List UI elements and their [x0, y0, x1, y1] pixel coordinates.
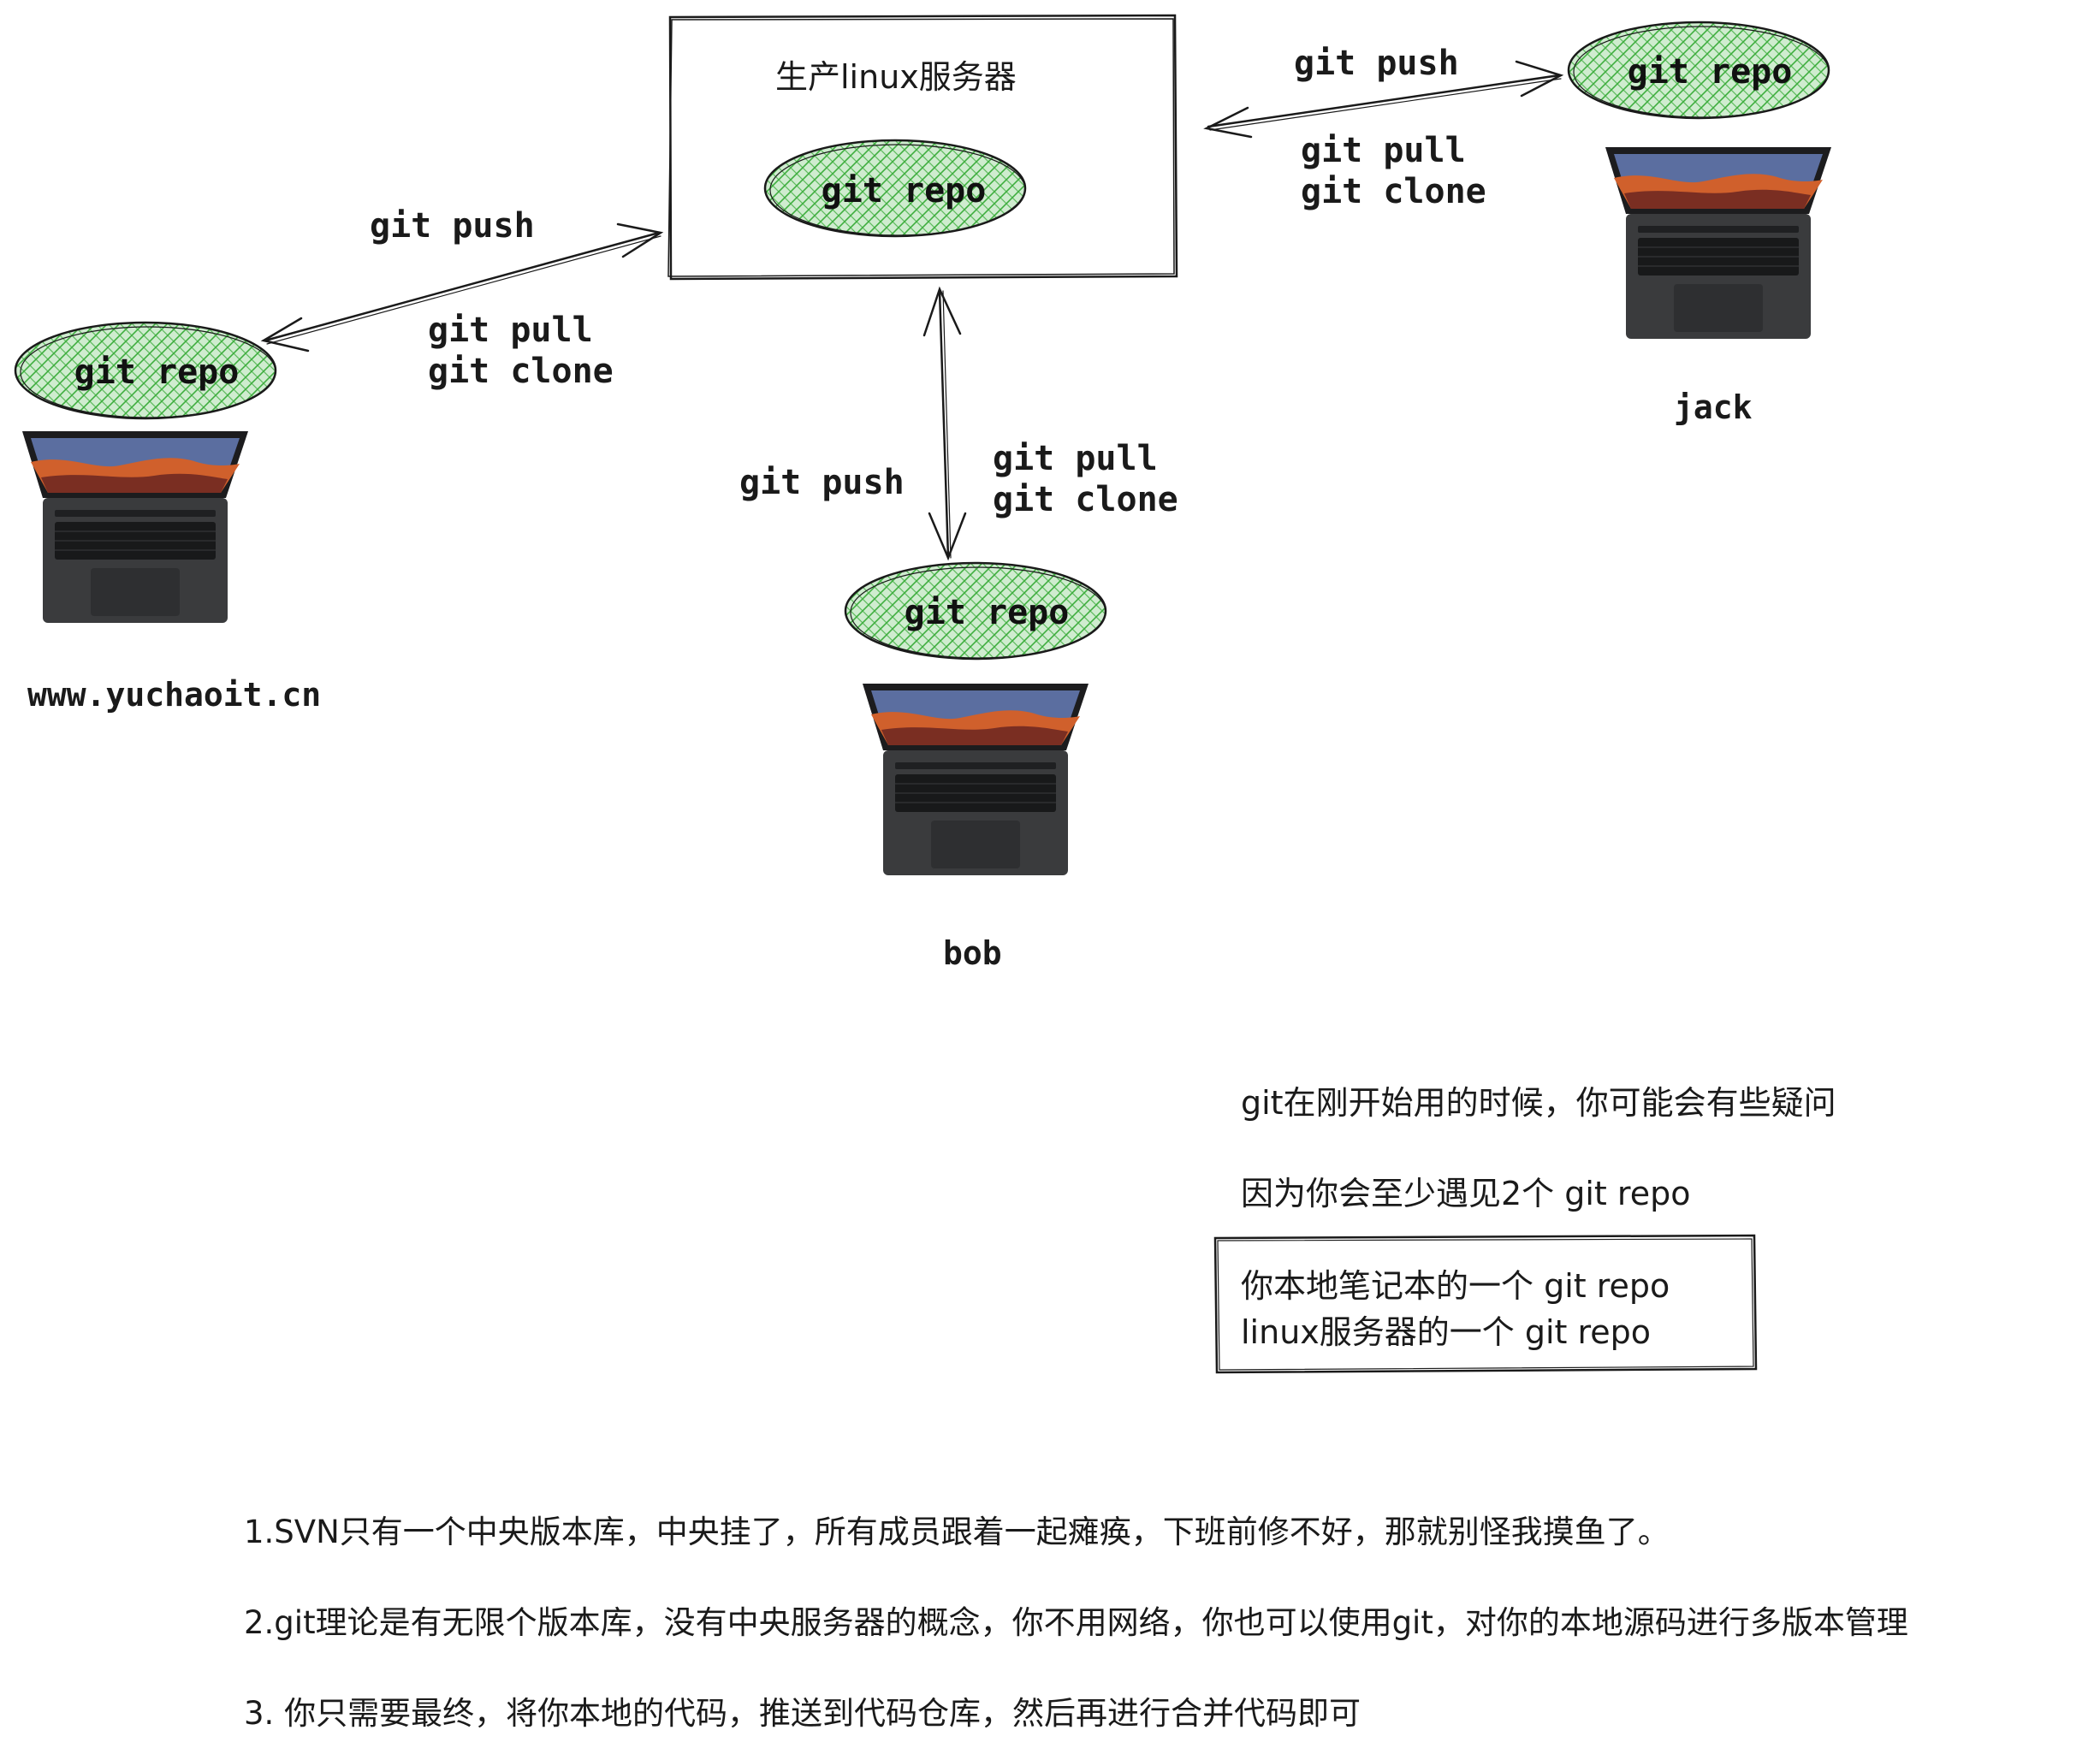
left-sync-arrow: [260, 222, 664, 353]
note-line-2: 因为你会至少遇见2个 git repo: [1241, 1175, 1691, 1212]
left-repo-blob: [14, 321, 277, 420]
left-repo-label: git repo: [74, 353, 240, 392]
note-box-line-1: 你本地笔记本的一个 git repo: [1241, 1267, 1670, 1305]
server-title: 生产linux服务器: [775, 58, 1017, 96]
right-sync-arrow: [1203, 60, 1564, 139]
right-repo-blob: [1567, 21, 1830, 120]
bullet-3: 3. 你只需要最终，将你本地的代码，推送到代码仓库，然后再进行合并代码即可: [244, 1695, 1361, 1732]
right-node-name: jack: [1674, 388, 1753, 426]
bottom-laptop-icon: [862, 683, 1089, 876]
right-repo-label: git repo: [1627, 52, 1793, 92]
bullet-2: 2.git理论是有无限个版本库，没有中央服务器的概念，你不用网络，你也可以使用g…: [244, 1604, 1908, 1641]
left-pull-label: git pull: [428, 311, 593, 350]
server-box: [667, 14, 1178, 281]
right-laptop-icon: [1605, 146, 1832, 340]
bottom-clone-label: git clone: [993, 480, 1178, 519]
right-clone-label: git clone: [1301, 172, 1486, 211]
bottom-repo-label: git repo: [904, 593, 1070, 632]
server-repo-blob: [763, 139, 1027, 238]
left-node-name: www.yuchaoit.cn: [27, 676, 322, 714]
right-push-label: git push: [1294, 44, 1459, 83]
left-laptop-icon: [21, 430, 249, 624]
note-box: [1213, 1234, 1758, 1374]
left-push-label: git push: [370, 206, 535, 246]
bottom-push-label: git push: [739, 463, 905, 502]
bottom-node-name: bob: [943, 934, 1002, 972]
bottom-sync-arrow: [922, 286, 967, 561]
server-repo-label: git repo: [821, 171, 987, 210]
left-clone-label: git clone: [428, 352, 614, 391]
right-pull-label: git pull: [1301, 131, 1466, 170]
bottom-pull-label: git pull: [993, 439, 1158, 478]
bullet-1: 1.SVN只有一个中央版本库，中央挂了，所有成员跟着一起瘫痪，下班前修不好，那就…: [244, 1514, 1670, 1550]
note-box-line-2: linux服务器的一个 git repo: [1241, 1313, 1652, 1351]
note-line-1: git在刚开始用的时候，你可能会有些疑问: [1241, 1084, 1836, 1122]
bottom-repo-blob: [844, 561, 1107, 661]
